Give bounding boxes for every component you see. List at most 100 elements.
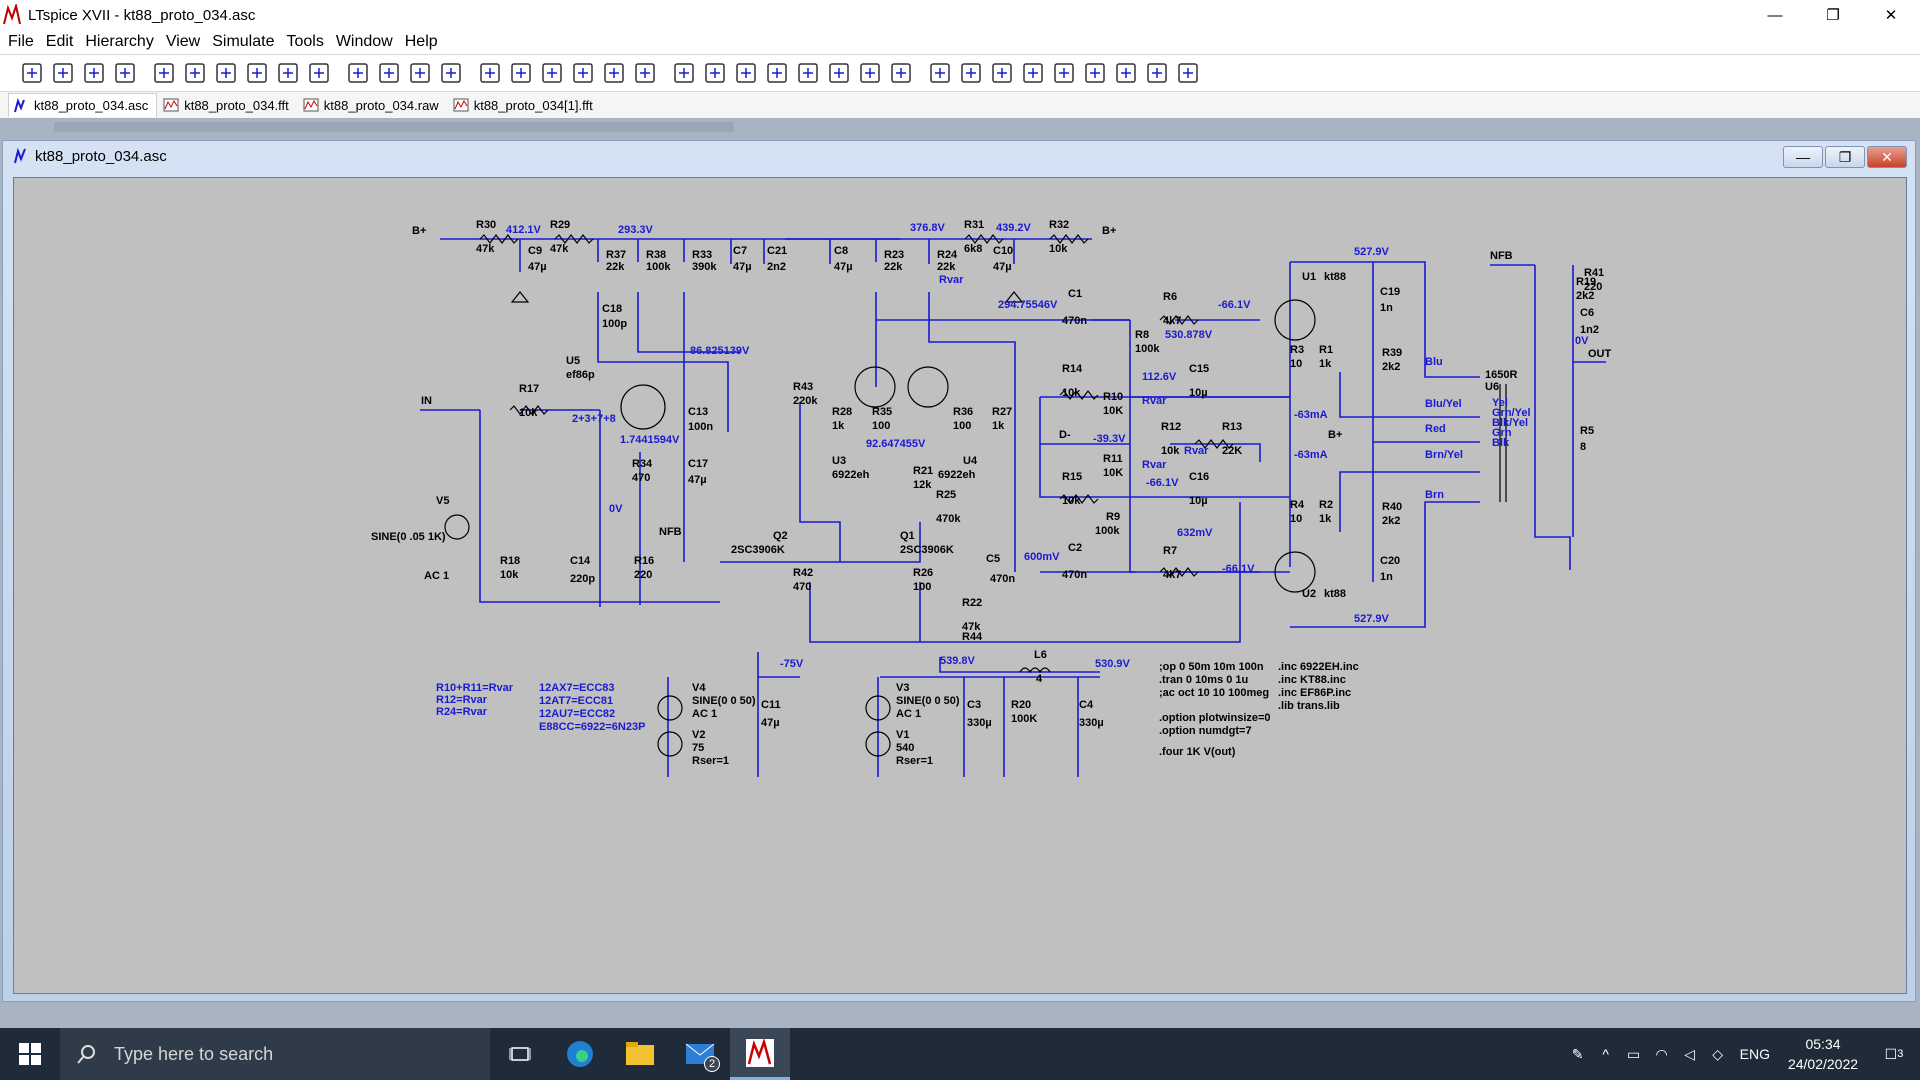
cut-button[interactable] — [507, 59, 535, 87]
schematic-label[interactable]: U6 — [1485, 381, 1499, 393]
schematic-label[interactable]: 10k — [1049, 243, 1068, 255]
schematic-label[interactable]: 6k8 — [964, 243, 982, 255]
schematic-label[interactable]: 1k — [1319, 358, 1332, 370]
schematic-label[interactable]: C8 — [834, 245, 848, 257]
schematic-label[interactable]: 47µ — [528, 261, 547, 273]
schematic-label[interactable]: 12AX7=ECC83 — [539, 682, 615, 694]
schematic-label[interactable]: Q1 — [900, 530, 915, 542]
schematic-label[interactable]: Rser=1 — [896, 755, 933, 767]
schematic-label[interactable]: 293.3V — [618, 224, 654, 236]
schematic-label[interactable]: 12k — [913, 479, 932, 491]
schematic-label[interactable]: Rvar — [1142, 395, 1167, 407]
schematic-label[interactable]: R20 — [1011, 699, 1031, 711]
schematic-label[interactable]: Rvar — [1184, 445, 1209, 457]
schematic-label[interactable]: 2k2 — [1576, 290, 1594, 302]
pen-icon[interactable]: ✎ — [1571, 1045, 1584, 1062]
schematic-label[interactable]: 6922eh — [832, 469, 870, 481]
autorange-button[interactable] — [344, 59, 372, 87]
schematic-label[interactable]: -66.1V — [1146, 477, 1179, 489]
schematic-label[interactable]: 47k — [476, 243, 495, 255]
schematic-label[interactable]: R33 — [692, 249, 712, 261]
notifications-button[interactable]: ☐ 3 — [1868, 1028, 1920, 1080]
schematic-label[interactable]: kt88 — [1324, 271, 1346, 283]
schematic-label[interactable]: 100n — [688, 421, 713, 433]
control-panel-button[interactable] — [111, 59, 139, 87]
schematic-label[interactable]: R23 — [884, 249, 904, 261]
schematic-label[interactable]: 0V — [609, 503, 623, 515]
tile-vertical-button[interactable] — [437, 59, 465, 87]
schematic-label[interactable]: 112.6V — [1142, 371, 1177, 383]
schematic-label[interactable]: R35 — [872, 406, 892, 418]
run-button[interactable] — [18, 59, 46, 87]
schematic-label[interactable]: -66.1V — [1218, 299, 1251, 311]
schematic-label[interactable]: 1k — [992, 420, 1005, 432]
schematic-label[interactable]: 1n2 — [1580, 324, 1599, 336]
schematic-label[interactable]: C15 — [1189, 363, 1209, 375]
schematic-label[interactable]: C10 — [993, 245, 1013, 257]
schematic-label[interactable]: 1k — [1319, 513, 1332, 525]
paste-button[interactable] — [569, 59, 597, 87]
schematic-label[interactable]: ;ac oct 10 10 100meg — [1159, 687, 1269, 699]
component-button[interactable] — [926, 59, 954, 87]
menu-window[interactable]: Window — [335, 33, 393, 50]
schematic-label[interactable]: 10k — [1062, 495, 1081, 507]
schematic-label[interactable]: 2k2 — [1382, 515, 1400, 527]
schematic-label[interactable]: L6 — [1034, 649, 1047, 661]
schematic-label[interactable]: C19 — [1380, 286, 1400, 298]
battery-icon[interactable]: ▭ — [1627, 1045, 1641, 1062]
menu-help[interactable]: Help — [404, 33, 438, 50]
schematic-label[interactable]: B+ — [1328, 429, 1342, 441]
schematic-label[interactable]: R25 — [936, 489, 956, 501]
schematic-label[interactable]: Yel — [1492, 397, 1508, 409]
schematic-label[interactable]: Blu/Yel — [1425, 398, 1462, 410]
schematic-label[interactable]: C11 — [761, 699, 781, 711]
schematic-label[interactable]: 470n — [1062, 569, 1087, 581]
schematic-label[interactable]: R1 — [1319, 344, 1333, 356]
schematic-label[interactable]: 10k — [1062, 387, 1081, 399]
child-minimize-button[interactable]: — — [1783, 146, 1823, 168]
menu-hierarchy[interactable]: Hierarchy — [85, 33, 154, 50]
schematic-label[interactable]: 47µ — [993, 261, 1012, 273]
schematic-label[interactable]: R12=Rvar — [436, 694, 488, 706]
schematic-label[interactable]: 1n — [1380, 302, 1393, 314]
schematic-label[interactable]: 10µ — [1189, 495, 1208, 507]
schematic-label[interactable]: V5 — [436, 495, 449, 507]
schematic-label[interactable]: 10 — [1290, 513, 1302, 525]
schematic-label[interactable]: ;op 0 50m 10m 100n — [1159, 661, 1264, 673]
drag-button[interactable] — [988, 59, 1016, 87]
schematic-label[interactable]: ef86p — [566, 369, 595, 381]
schematic-label[interactable]: R26 — [913, 567, 933, 579]
diode-button[interactable] — [887, 59, 915, 87]
schematic-label[interactable]: R22 — [962, 597, 982, 609]
schematic-label[interactable]: kt88 — [1324, 588, 1346, 600]
schematic-label[interactable]: R32 — [1049, 219, 1069, 231]
copy-button[interactable] — [538, 59, 566, 87]
schematic-label[interactable]: -75V — [780, 658, 804, 670]
rotate-button[interactable] — [1081, 59, 1109, 87]
schematic-label[interactable]: 470 — [793, 581, 811, 593]
schematic-label[interactable]: R36 — [953, 406, 973, 418]
schematic-label[interactable]: SINE(0 .05 1K) — [371, 531, 446, 543]
close-button[interactable]: ✕ — [1884, 7, 1898, 24]
schematic-label[interactable]: R21 — [913, 465, 933, 477]
tab-kt88-fft[interactable]: kt88_proto_034.fft — [159, 93, 297, 117]
schematic-label[interactable]: 4k7 — [1163, 569, 1181, 581]
schematic-label[interactable]: C14 — [570, 555, 591, 567]
schematic-label[interactable]: Brn — [1425, 489, 1444, 501]
zoom-fit-button[interactable] — [305, 59, 333, 87]
schematic-label[interactable]: U1 — [1302, 271, 1316, 283]
schematic-label[interactable]: C1 — [1068, 288, 1082, 300]
schematic-label[interactable]: 8 — [1580, 441, 1586, 453]
halt-button[interactable] — [150, 59, 178, 87]
schematic-label[interactable]: 22k — [884, 261, 903, 273]
schematic-label[interactable]: 4k7 — [1163, 315, 1181, 327]
schematic-label[interactable]: NFB — [1490, 250, 1513, 262]
schematic-label[interactable]: 294.75546V — [998, 299, 1058, 311]
zoom-back-button[interactable] — [274, 59, 302, 87]
volume-icon[interactable]: ◁ — [1684, 1045, 1696, 1062]
schematic-label[interactable]: C21 — [767, 245, 787, 257]
schematic-label[interactable]: AC 1 — [692, 708, 717, 720]
schematic-label[interactable]: 10k — [500, 569, 519, 581]
schematic-label[interactable]: SINE(0 0 50) — [896, 695, 960, 707]
schematic-label[interactable]: 47k — [962, 621, 981, 633]
